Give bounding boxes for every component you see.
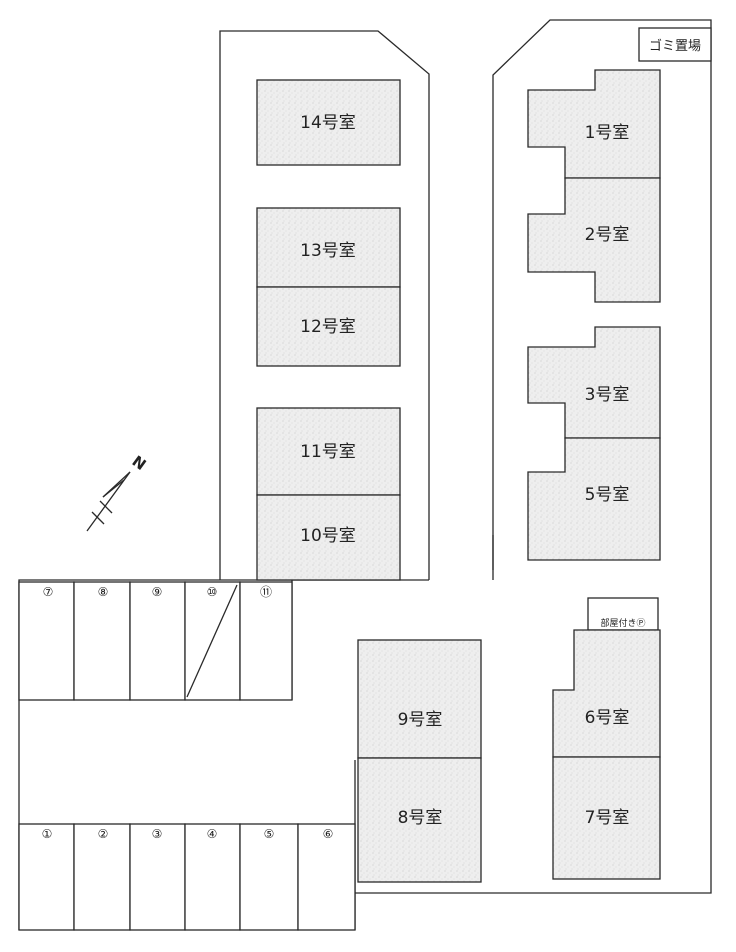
east-block-outline — [355, 19, 712, 894]
parking-6-label: ⑥ — [323, 827, 334, 841]
trash-area-label: ゴミ置場 — [649, 38, 701, 54]
room-7-label: 7号室 — [585, 808, 630, 828]
parking-10-label: ⑩ — [207, 585, 218, 599]
room-2-label: 2号室 — [585, 225, 630, 245]
room-9[interactable] — [357, 639, 482, 759]
room-13-label: 13号室 — [300, 241, 356, 261]
room-3[interactable] — [527, 326, 661, 439]
room-parking-label: 部屋付きⓅ — [600, 617, 645, 629]
parking-3[interactable] — [129, 823, 186, 931]
room-14-label: 14号室 — [300, 113, 356, 133]
room-11[interactable] — [256, 407, 401, 496]
parking-11-label: ⑪ — [260, 585, 272, 599]
parking-7[interactable] — [18, 581, 75, 701]
parking-11[interactable] — [239, 581, 293, 701]
north-arrow-icon: N — [86, 452, 150, 532]
parking-8[interactable] — [73, 581, 131, 701]
room-9-label: 9号室 — [398, 710, 443, 730]
parking-10-strike — [186, 584, 238, 698]
trash-area-box — [638, 27, 712, 62]
room-11-label: 11号室 — [300, 442, 356, 462]
room-6-label: 6号室 — [585, 708, 630, 728]
parking-6[interactable] — [297, 823, 356, 931]
parking-1-label: ① — [42, 827, 53, 841]
room-10[interactable] — [256, 494, 401, 581]
room-1-label: 1号室 — [585, 123, 630, 143]
parking-2[interactable] — [73, 823, 131, 931]
parking-4[interactable] — [184, 823, 241, 931]
parking-9-label: ⑨ — [152, 585, 163, 599]
room-2[interactable] — [527, 177, 661, 303]
north-label: N — [129, 452, 150, 474]
parking-7-label: ⑦ — [43, 585, 54, 599]
room-8-label: 8号室 — [398, 808, 443, 828]
room-5[interactable] — [527, 437, 661, 561]
room-3-label: 3号室 — [585, 385, 630, 405]
parking-8-label: ⑧ — [98, 585, 109, 599]
parking-4-label: ④ — [207, 827, 218, 841]
room-1[interactable] — [527, 69, 661, 179]
room-6[interactable] — [552, 629, 661, 758]
parking-9[interactable] — [129, 581, 186, 701]
room-8[interactable] — [357, 757, 482, 883]
room-13[interactable] — [256, 207, 401, 288]
room-12[interactable] — [256, 286, 401, 367]
parking-5[interactable] — [239, 823, 299, 931]
parking-2-label: ② — [98, 827, 109, 841]
room-7[interactable] — [552, 756, 661, 880]
central-block-outline — [219, 30, 430, 580]
room-5-label: 5号室 — [585, 485, 630, 505]
parking-5-label: ⑤ — [264, 827, 275, 841]
room-14[interactable] — [256, 79, 401, 166]
parking-3-label: ③ — [152, 827, 163, 841]
parking-1[interactable] — [18, 823, 75, 931]
room-10-label: 10号室 — [300, 526, 356, 546]
room-12-label: 12号室 — [300, 317, 356, 337]
